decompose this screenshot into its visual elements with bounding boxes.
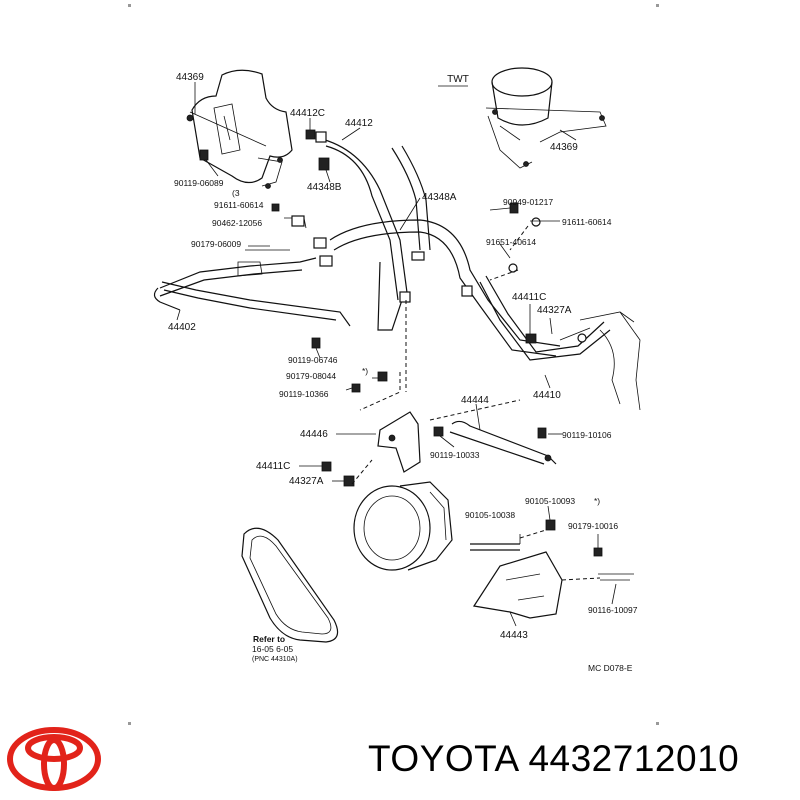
label-90179-06009: 90179-06009 [191, 239, 241, 249]
registration-mark [656, 4, 659, 7]
refer-line-1: Refer to [253, 634, 285, 644]
bracket-44443-illustration [472, 551, 634, 619]
label-91611-60614-right: 91611-60614 [562, 217, 612, 227]
label-44411c-lower: 44411C [256, 461, 290, 472]
label-mark-3: (3 [232, 188, 240, 198]
label-44348a: 44348A [422, 192, 457, 203]
label-90119-06089: 90119-06089 [174, 178, 224, 188]
label-90949-01217: 90949-01217 [503, 197, 553, 207]
label-90105-10038: 90105-10038 [465, 510, 515, 520]
label-44369-left: 44369 [176, 72, 204, 83]
diagram-code: MC D078-E [588, 663, 633, 673]
refer-line-2: 16-05 6-05 [252, 644, 293, 654]
label-90179-08044: 90179-08044 [286, 371, 336, 381]
refer-line-3: (PNC 44310A) [252, 656, 298, 663]
power-steering-exploded-diagram: TWT 44369 44369 44412C 44412 44348B 4434… [153, 67, 641, 673]
label-44402: 44402 [168, 322, 196, 333]
pump-illustration [353, 481, 520, 571]
label-44369-right: 44369 [550, 142, 578, 153]
label-44411c-upper: 44411C [512, 292, 546, 303]
leader-lines [176, 82, 617, 627]
label-90105-10093: 90105-10093 [525, 496, 575, 506]
hose-lines [315, 131, 611, 361]
label-90119-10106: 90119-10106 [562, 430, 612, 440]
label-44444: 44444 [461, 395, 489, 406]
label-44412: 44412 [345, 118, 373, 129]
brand-caption: TOYOTA 4432712010 [368, 738, 739, 780]
label-90116-10097: 90116-10097 [588, 605, 638, 615]
label-44443: 44443 [500, 630, 528, 641]
label-90119-06746: 90119-06746 [288, 355, 338, 365]
label-90462-12056: 90462-12056 [212, 218, 262, 228]
bracket-44446-illustration [377, 411, 557, 473]
label-44327a-upper: 44327A [537, 305, 572, 316]
reservoir-right-illustration [485, 67, 607, 169]
note-mark-1: *) [362, 366, 368, 376]
label-44348b: 44348B [307, 182, 342, 193]
reservoir-left-illustration [186, 69, 293, 189]
label-44412c: 44412C [290, 108, 325, 119]
pipe-44402-illustration [153, 257, 351, 327]
label-44446: 44446 [300, 429, 328, 440]
brand-name: TOYOTA [368, 738, 518, 779]
registration-mark [656, 722, 659, 725]
label-91651-40614: 91651-40614 [486, 237, 536, 247]
registration-mark [128, 4, 131, 7]
label-44327a-lower: 44327A [289, 476, 324, 487]
registration-mark [128, 722, 131, 725]
label-91611-60614-left: 91611-60614 [214, 200, 264, 210]
drive-belt-illustration [241, 527, 339, 643]
toyota-logo-icon [7, 727, 101, 791]
variant-tag: TWT [447, 74, 469, 85]
label-90119-10366: 90119-10366 [279, 389, 329, 399]
label-90119-10033: 90119-10033 [430, 450, 480, 460]
label-44410: 44410 [533, 390, 561, 401]
clamp-hardware [199, 129, 333, 267]
part-number: 4432712010 [528, 738, 740, 779]
steering-gear-illustration [525, 311, 641, 411]
part-labels: TWT 44369 44369 44412C 44412 44348B 4434… [168, 72, 638, 673]
dashed-alignment-lines [351, 225, 601, 581]
label-90179-10016: 90179-10016 [568, 521, 618, 531]
note-mark-2: *) [594, 496, 600, 506]
